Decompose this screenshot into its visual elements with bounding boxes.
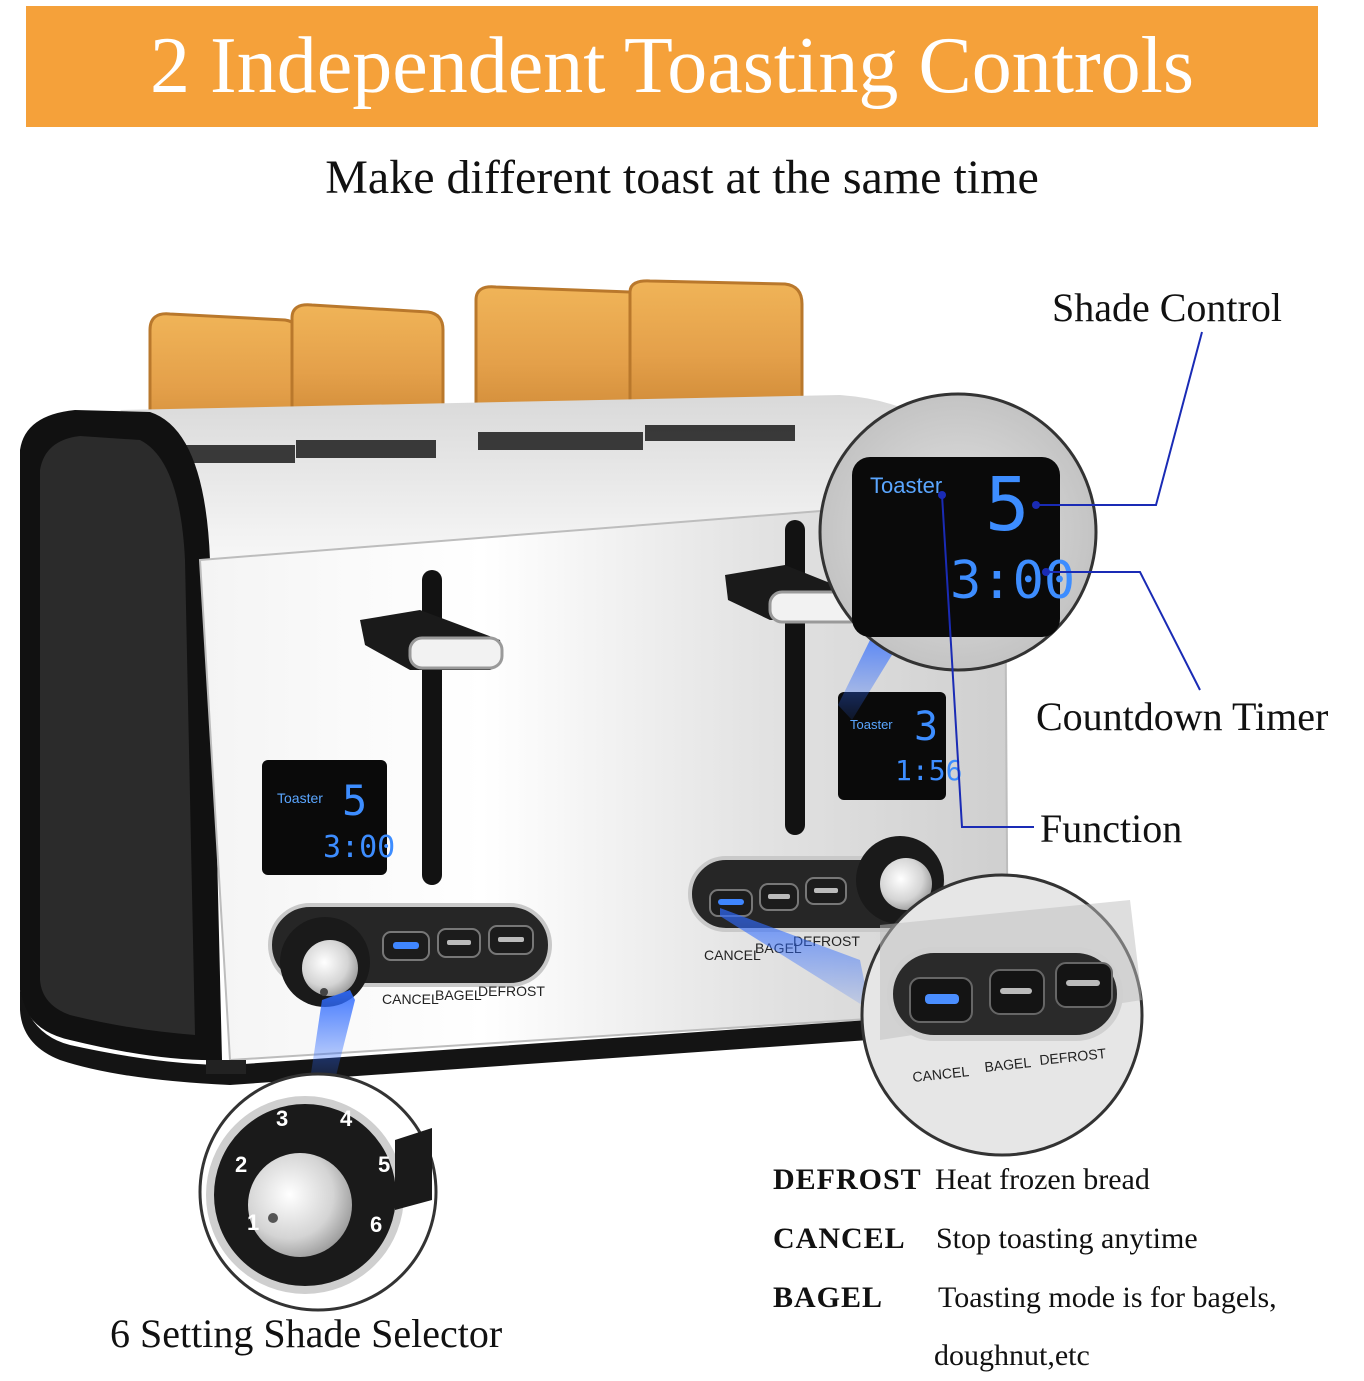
- legend-desc-bagel: Toasting mode is for bagels,: [938, 1281, 1277, 1314]
- left-shade-dial[interactable]: [302, 940, 358, 996]
- left-display-shade: 5: [342, 776, 367, 825]
- dial-number-3: 3: [276, 1106, 288, 1131]
- dial-number-2: 2: [235, 1152, 247, 1177]
- right-shade-dial[interactable]: [880, 858, 932, 910]
- zoom-shade-dial[interactable]: [248, 1153, 352, 1257]
- zoom-cancel-label: CANCEL: [912, 1063, 970, 1085]
- zoom-display-mode: Toaster: [870, 473, 942, 498]
- zoom-display-time: 3:00: [950, 551, 1075, 611]
- right-lcd-display: Toaster 3 1:56: [838, 692, 962, 800]
- dial-number-6: 6: [370, 1212, 382, 1237]
- left-display-time: 3:00: [323, 830, 395, 865]
- legend-term-defrost: DEFROST: [773, 1163, 922, 1196]
- legend-desc-cancel: Stop toasting anytime: [936, 1222, 1198, 1255]
- right-display-shade: 3: [914, 704, 938, 750]
- left-control-panel: CANCEL BAGEL DEFROST: [268, 903, 552, 1007]
- zoom-bagel-label: BAGEL: [984, 1054, 1032, 1075]
- left-lever[interactable]: [360, 610, 504, 670]
- zoom-lcd-circle: Toaster 5 3:00: [818, 392, 1098, 672]
- function-label: Function: [1040, 806, 1183, 851]
- left-cancel-label: CANCEL: [382, 991, 439, 1007]
- legend-term-cancel: CANCEL: [773, 1222, 906, 1255]
- dial-number-4: 4: [340, 1106, 353, 1131]
- page-title: 2 Independent Toasting Controls: [150, 22, 1194, 110]
- left-defrost-label: DEFROST: [478, 983, 545, 999]
- legend-term-bagel: BAGEL: [773, 1281, 884, 1314]
- zoom-defrost-label: DEFROST: [1039, 1045, 1108, 1068]
- page-subtitle: Make different toast at the same time: [325, 151, 1039, 204]
- left-bagel-label: BAGEL: [435, 987, 482, 1003]
- zoom-buttons-circle: CANCEL BAGEL DEFROST: [860, 873, 1144, 1157]
- left-display-mode: Toaster: [277, 790, 323, 806]
- dial-number-5: 5: [378, 1152, 390, 1177]
- legend-desc-defrost: Heat frozen bread: [935, 1163, 1150, 1196]
- countdown-timer-label: Countdown Timer: [1036, 694, 1329, 739]
- shade-selector-label: 6 Setting Shade Selector: [110, 1311, 503, 1356]
- right-display-mode: Toaster: [850, 717, 893, 732]
- zoom-display-shade: 5: [985, 462, 1030, 548]
- dial-number-1: 1: [247, 1210, 259, 1235]
- left-lcd-display: Toaster 5 3:00: [262, 760, 395, 875]
- legend-desc-bagel-cont: doughnut,etc: [934, 1339, 1090, 1372]
- zoom-dial-circle: 1 2 3 4 5 6: [198, 1072, 438, 1312]
- shade-control-label: Shade Control: [1052, 285, 1282, 330]
- right-display-time: 1:56: [895, 754, 962, 787]
- callout-lines: [941, 331, 1203, 828]
- right-cancel-label: CANCEL: [704, 947, 761, 963]
- title-banner: 2 Independent Toasting Controls: [26, 6, 1318, 127]
